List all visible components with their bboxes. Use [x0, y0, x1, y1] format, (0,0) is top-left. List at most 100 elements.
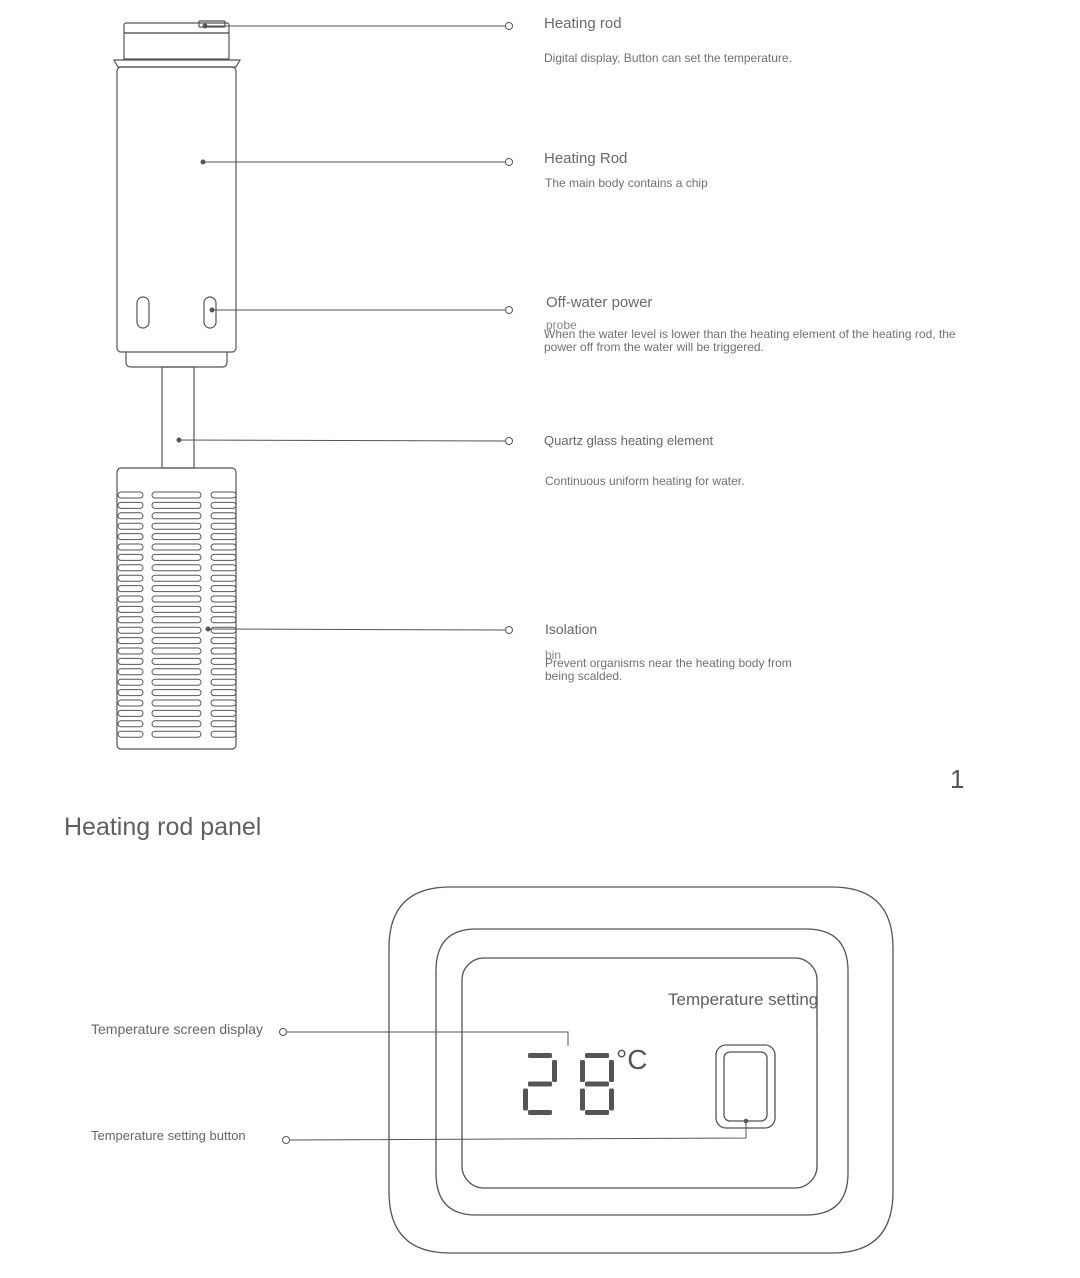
bin-slot — [151, 616, 202, 624]
bin-slot — [151, 543, 202, 551]
probe-slot-left — [136, 296, 150, 329]
bin-slot — [210, 720, 237, 728]
bin-slot — [151, 574, 202, 582]
bin-slot — [151, 553, 202, 561]
callout-line-bin — [205, 626, 513, 634]
callout-line-button — [282, 1118, 749, 1144]
bin-slot — [210, 689, 237, 697]
bin-slot — [117, 616, 144, 624]
bin-slot — [210, 699, 237, 707]
callout-display-desc: Digital display, Button can set the temp… — [544, 51, 792, 65]
bin-slot — [117, 720, 144, 728]
callout-quartz-title: Quartz glass heating element — [544, 433, 714, 448]
panel-middle-frame — [435, 928, 849, 1216]
temperature-button-label: Temperature setting button — [91, 1128, 246, 1143]
bin-slot — [151, 491, 202, 499]
digit-segment — [609, 1060, 614, 1082]
bin-slot — [210, 668, 237, 676]
rod-main-body — [116, 66, 237, 368]
callout-bin-title: Isolation — [545, 621, 598, 637]
panel-screen — [461, 957, 818, 1189]
bin-slot — [117, 699, 144, 707]
callout-probe-desc: When the water level is lower than the h… — [544, 327, 956, 354]
digit-segment — [528, 1110, 552, 1115]
bin-slot — [117, 512, 144, 520]
panel-outer-frame — [388, 886, 894, 1254]
digit-segment — [585, 1081, 609, 1087]
bin-slot — [151, 564, 202, 572]
bin-slot — [151, 522, 202, 530]
callout-line-quartz — [176, 437, 513, 445]
digit-segment — [585, 1110, 609, 1115]
bin-slot — [117, 491, 144, 499]
bin-slot — [117, 668, 144, 676]
bin-slot — [210, 512, 237, 520]
bin-slot — [210, 501, 237, 509]
bin-slot — [117, 678, 144, 686]
callout-line-screen — [279, 1028, 569, 1046]
callout-bin-title-cont: bin — [545, 648, 562, 662]
bin-slot — [151, 626, 202, 634]
callout-line-body — [200, 158, 513, 166]
bin-slot — [151, 605, 202, 613]
bin-slot — [210, 543, 237, 551]
bin-slot — [151, 678, 202, 686]
bin-slot — [210, 647, 237, 655]
digit-segment — [528, 1081, 552, 1087]
bin-slot — [151, 689, 202, 697]
bin-slot — [210, 553, 237, 561]
temperature-digits — [523, 1053, 614, 1115]
bin-slot — [117, 647, 144, 655]
panel-title: Heating rod panel — [64, 813, 262, 841]
bin-slot — [151, 709, 202, 717]
bin-slot — [210, 605, 237, 613]
digit-segment — [585, 1053, 609, 1058]
bin-slot — [117, 501, 144, 509]
bin-slot — [117, 585, 144, 593]
callout-display-title: Heating rod — [544, 15, 622, 32]
bin-slot — [151, 512, 202, 520]
callout-body-title: Heating Rod — [544, 150, 628, 167]
bin-slot — [151, 637, 202, 645]
bin-slot — [210, 522, 237, 530]
bin-slot — [210, 491, 237, 499]
bin-slot — [210, 595, 237, 603]
callout-line-probe — [209, 306, 513, 314]
bin-slot — [151, 501, 202, 509]
digit-segment — [528, 1053, 552, 1058]
bin-slot — [210, 533, 237, 541]
bin-slot — [210, 626, 237, 634]
isolation-bin — [116, 467, 237, 750]
bin-slot — [210, 637, 237, 645]
bin-slot — [210, 657, 237, 665]
bin-slot — [117, 657, 144, 665]
bin-slot — [117, 553, 144, 561]
bin-slot — [117, 533, 144, 541]
quartz-heating-element — [161, 366, 195, 469]
callout-body-desc: The main body contains a chip — [545, 176, 708, 190]
callout-line-display — [202, 22, 513, 30]
callout-probe-title: Off-water power — [546, 294, 653, 311]
bin-slot — [151, 657, 202, 665]
bin-slot — [151, 699, 202, 707]
bin-slot — [117, 626, 144, 634]
bin-slot — [151, 730, 202, 738]
bin-slot — [210, 564, 237, 572]
temperature-setting-button[interactable] — [715, 1044, 776, 1129]
bin-slot — [117, 574, 144, 582]
callout-quartz-desc: Continuous uniform heating for water. — [545, 474, 745, 488]
bin-slot — [151, 585, 202, 593]
bin-slot — [151, 720, 202, 728]
bin-slot — [117, 564, 144, 572]
bin-slot — [210, 574, 237, 582]
temperature-unit: °C — [616, 1044, 648, 1075]
digit-segment — [552, 1060, 557, 1082]
bin-slot — [210, 709, 237, 717]
bin-slot — [117, 637, 144, 645]
bin-slot — [117, 605, 144, 613]
digit-segment — [580, 1060, 585, 1082]
callout-bin-desc: Prevent organisms near the heating body … — [545, 656, 792, 683]
digit-segment — [580, 1088, 585, 1111]
bin-slot — [210, 678, 237, 686]
